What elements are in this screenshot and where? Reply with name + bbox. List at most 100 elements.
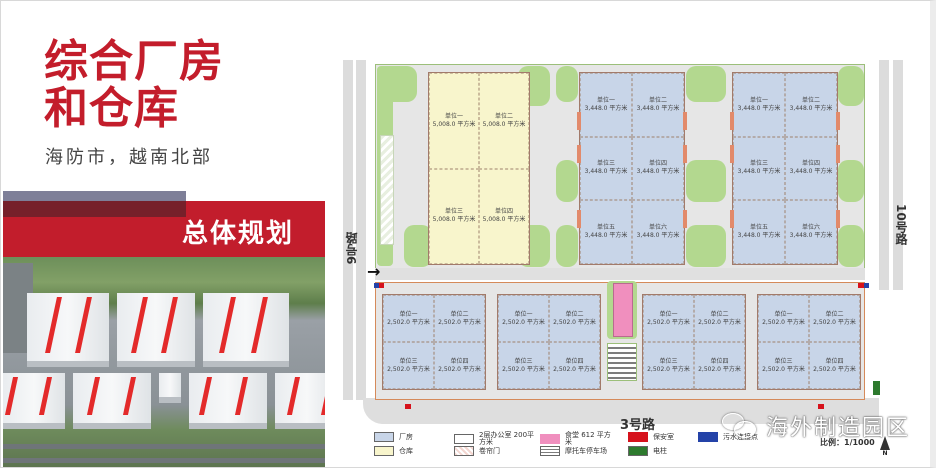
swatch-icon [454,434,474,444]
guard-house [858,283,864,288]
swatch-icon [454,446,474,456]
photo-building [189,373,267,429]
green-area [556,66,578,102]
canteen [613,283,633,337]
watermark-text: 海外制造园区 [766,416,911,441]
swatch-icon [628,432,648,442]
legend-item-office: 2层办公室 200平方米 [454,432,554,446]
green-area [686,160,726,202]
motorcycle-parking [607,343,637,381]
green-area [838,160,864,202]
green-area [838,225,864,267]
guard-house [405,404,411,409]
roller-door [730,145,734,163]
guard-house [818,404,824,409]
green-area [404,225,432,267]
photo-building-row-bottom [3,373,325,429]
photo-building [3,373,65,429]
guard-house [378,283,384,288]
roller-door [577,210,581,228]
swatch-icon [540,434,560,444]
swatch-icon [374,446,394,456]
scale-label: 比例：1/1000 [820,438,875,447]
swatch-icon [374,432,394,442]
legend-item-moto-parking: 摩托车停车场 [540,446,607,456]
page-title: 综合厂房 和仓库 [44,38,224,132]
title-line-2: 和仓库 [44,83,179,134]
decor-band-dark [3,201,186,217]
road-3 [363,398,879,424]
green-area [838,66,864,106]
sewer-connection [374,283,379,288]
roller-door [836,145,840,163]
photo-building [275,373,325,429]
road-9-lane [356,60,366,400]
swatch-icon [628,446,648,456]
left-panel: 综合厂房 和仓库 海防市，越南北部 总体规划 [0,0,330,468]
road-9-lane [343,60,353,400]
internal-road [375,268,865,280]
green-area [556,225,578,267]
photo-canteen [159,373,181,403]
location-subtitle: 海防市，越南北部 [45,147,213,168]
photo-building [73,373,151,429]
green-area [686,225,726,267]
roller-door [577,112,581,130]
photo-road [3,458,325,463]
legend-item-warehouse: 仓库 [374,446,413,456]
green-area [686,66,726,102]
swatch-icon [698,432,718,442]
roller-door [730,210,734,228]
photo-road [3,444,325,449]
roller-door [683,210,687,228]
utility-pole [873,381,880,395]
road-10-lane [879,60,889,290]
road-9-label: 9号路 [345,232,359,265]
title-line-1: 综合厂房 [44,36,224,87]
roller-door [836,210,840,228]
legend-item-utility-pole: 电柱 [628,446,667,456]
legend-item-guard-house: 保安室 [628,432,674,442]
road-10-lane [893,60,903,290]
legend-item-canteen: 食堂 612 平方米 [540,432,640,446]
photo-building-row-top [27,293,289,367]
road-10-label: 10号路 [894,204,908,245]
legend-item-factory: 厂房 [374,432,413,442]
photo-building [117,293,195,367]
swatch-icon [540,446,560,456]
watermark: 海外制造园区 [722,410,910,442]
green-area [556,160,578,202]
roller-door [836,112,840,130]
photo-building [27,293,109,367]
